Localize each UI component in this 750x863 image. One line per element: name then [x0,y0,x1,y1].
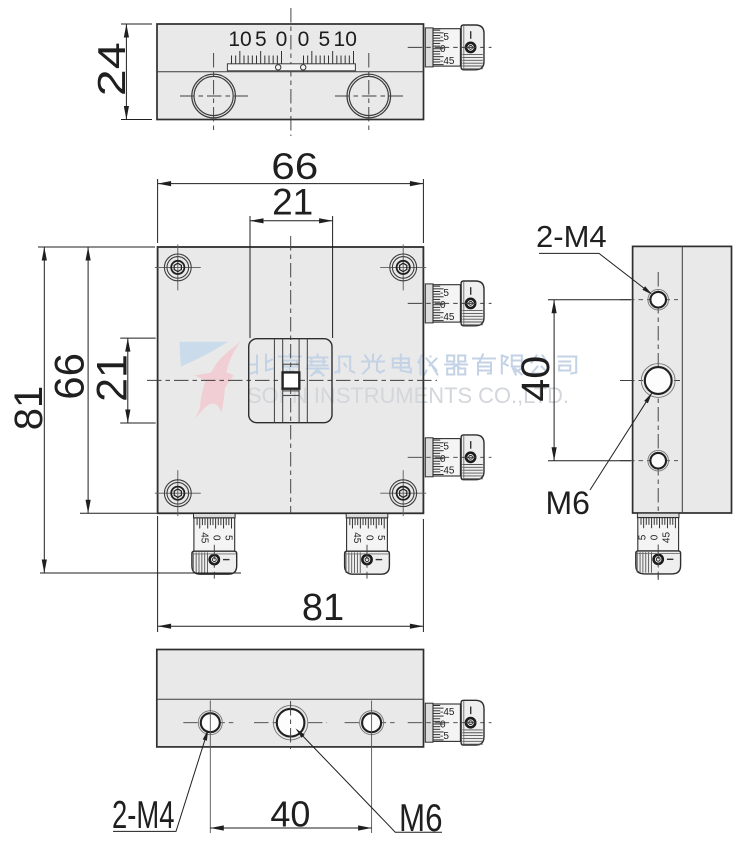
svg-text:24: 24 [91,42,134,96]
svg-text:0: 0 [440,300,446,311]
svg-text:66: 66 [46,353,93,400]
svg-text:-5: -5 [440,442,449,453]
svg-text:21: 21 [89,354,137,402]
svg-text:45: 45 [351,532,362,544]
svg-text:81: 81 [7,386,51,431]
svg-text:M6: M6 [399,797,443,840]
svg-text:5: 5 [319,28,331,51]
svg-text:0: 0 [363,535,374,541]
svg-text:-5: -5 [440,32,449,43]
svg-text:66: 66 [271,146,318,187]
svg-text:40: 40 [270,794,310,835]
svg-text:0: 0 [440,719,446,730]
svg-text:M6: M6 [546,485,590,521]
svg-text:-45: -45 [440,707,455,718]
svg-text:0: 0 [276,28,288,51]
svg-text:81: 81 [302,587,344,629]
svg-text:0: 0 [650,534,661,540]
svg-text:SOFN INSTRUMENTS CO.,LTD.: SOFN INSTRUMENTS CO.,LTD. [247,383,569,408]
svg-text:-5: -5 [440,288,449,299]
svg-text:45: 45 [198,532,209,544]
svg-text:5: 5 [222,535,233,541]
svg-text:45: 45 [661,532,672,544]
svg-text:0: 0 [298,28,310,51]
svg-text:0: 0 [440,44,446,55]
svg-text:-45: -45 [440,466,455,477]
svg-text:10: 10 [228,28,251,51]
svg-text:5: 5 [375,535,386,541]
svg-text:5: 5 [255,28,267,51]
svg-text:2-M4: 2-M4 [536,219,607,254]
svg-text:2-M4: 2-M4 [112,794,175,837]
svg-text:-45: -45 [440,56,455,67]
svg-text:10: 10 [334,28,357,51]
svg-text:5: 5 [637,534,648,540]
svg-text:-45: -45 [440,312,455,323]
svg-text:0: 0 [440,454,446,465]
svg-text:0: 0 [211,535,222,541]
svg-text:40: 40 [514,356,558,402]
svg-text:21: 21 [272,182,313,223]
svg-text:-5: -5 [440,731,449,742]
